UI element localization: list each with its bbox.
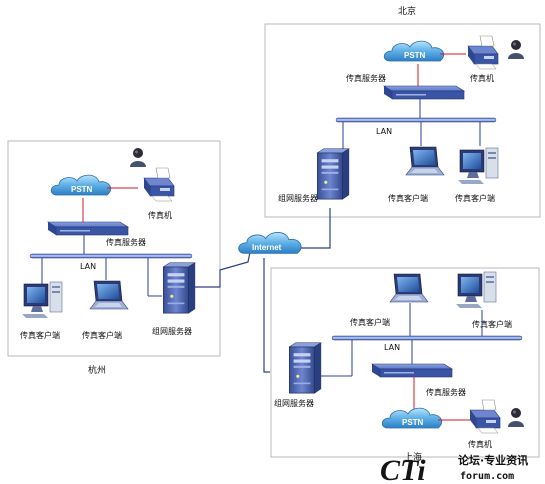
hangzhou-fax-machine-icon — [143, 167, 175, 202]
beijing-client-desktop-icon — [457, 147, 499, 185]
watermark-slogan: 论坛·专业资讯 — [458, 453, 528, 467]
hangzhou-client-laptop-icon — [89, 280, 129, 310]
shanghai-frame — [270, 267, 540, 458]
beijing-fax-machine-label: 传真机 — [470, 73, 494, 83]
shanghai-fax-server-label: 传真服务器 — [426, 387, 466, 397]
hangzhou-frame — [7, 140, 221, 357]
shanghai-person-icon — [508, 408, 524, 427]
beijing-client-a-label: 传真客户端 — [388, 193, 428, 203]
wan-links — [190, 208, 331, 373]
beijing-lan-label: LAN — [376, 127, 392, 136]
hangzhou-person-icon — [130, 148, 146, 167]
beijing-person-icon — [508, 40, 524, 59]
beijing-site-label: 北京 — [398, 5, 416, 17]
shanghai-group-server-icon — [288, 342, 322, 394]
shanghai-client-laptop-icon — [389, 273, 429, 303]
shanghai-fax-machine-icon — [469, 399, 501, 434]
hangzhou-pstn-label: PSTN — [71, 185, 93, 194]
beijing-fax-server-icon — [383, 85, 465, 100]
watermark-url: forum.com — [460, 471, 514, 482]
shanghai-lan-label: LAN — [384, 343, 400, 352]
hangzhou-group-server-label: 组网服务器 — [152, 326, 192, 336]
beijing-lan-drops — [342, 122, 481, 150]
hangzhou-fax-machine-label: 传真机 — [148, 210, 172, 220]
shanghai-fax-machine-label: 传真机 — [468, 439, 492, 449]
shanghai-site-label: 上海 — [404, 451, 422, 463]
shanghai-lan-bus — [331, 335, 523, 341]
beijing-client-b-label: 传真客户端 — [455, 193, 495, 203]
hangzhou-group-server-icon — [162, 262, 196, 314]
beijing-pstn-label: PSTN — [404, 51, 426, 60]
beijing-frame — [264, 23, 541, 218]
shanghai-client-a-label: 传真客户端 — [350, 317, 390, 327]
shanghai-pstn-label: PSTN — [402, 418, 424, 427]
shanghai-group-server-label: 组网服务器 — [274, 398, 314, 408]
hangzhou-fax-server-label: 传真服务器 — [106, 237, 146, 247]
beijing-fax-server-label: 传真服务器 — [346, 73, 386, 83]
hangzhou-client-b-label: 传真客户端 — [82, 330, 122, 340]
hangzhou-client-desktop-icon — [21, 281, 63, 319]
hangzhou-fax-server-icon — [47, 221, 129, 236]
shanghai-client-b-label: 传真客户端 — [472, 319, 512, 329]
shanghai-fax-server-icon — [371, 363, 453, 378]
hangzhou-lan-bus — [29, 253, 193, 259]
hangzhou-site-label: 杭州 — [88, 364, 106, 376]
cti-forum-watermark: CTi 论坛·专业资讯 forum.com — [380, 453, 528, 484]
hangzhou-lan-drops — [41, 258, 162, 297]
internet-label: Internet — [252, 243, 282, 252]
shanghai-lan-drops — [320, 303, 483, 377]
beijing-lan-bus — [335, 117, 497, 123]
beijing-group-server-icon — [316, 148, 350, 200]
watermark-logo-text: CTi — [380, 454, 426, 484]
hangzhou-lan-label: LAN — [80, 262, 96, 271]
hangzhou-client-a-label: 传真客户端 — [20, 330, 60, 340]
shanghai-client-desktop-icon — [455, 271, 497, 309]
beijing-fax-machine-icon — [467, 35, 499, 70]
beijing-client-laptop-icon — [405, 146, 445, 176]
beijing-group-server-label: 组网服务器 — [278, 193, 318, 203]
